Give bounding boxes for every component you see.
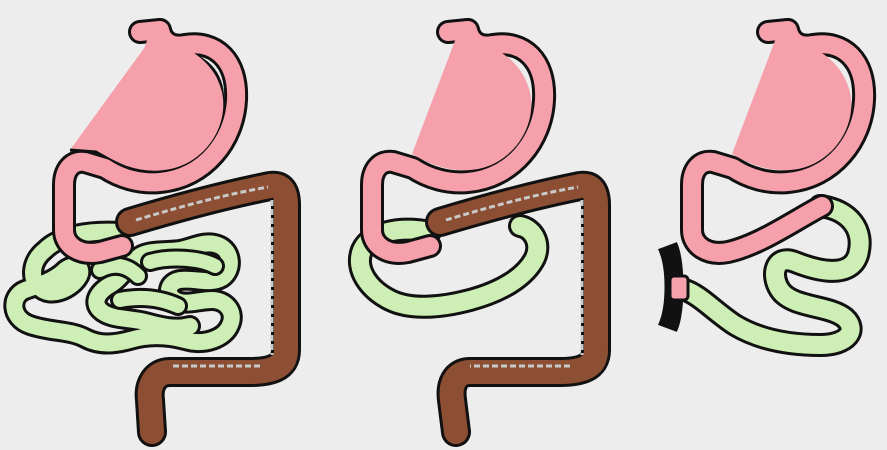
panel-1 xyxy=(14,30,286,432)
stoma-icon xyxy=(660,244,688,330)
panel-2 xyxy=(360,30,596,432)
panel-3 xyxy=(660,30,864,345)
